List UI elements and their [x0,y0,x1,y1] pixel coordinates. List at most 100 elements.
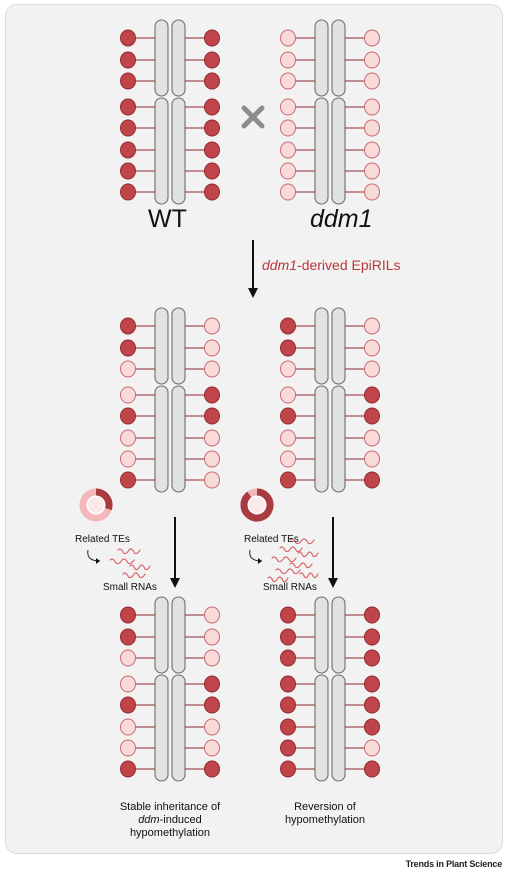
unmethylated-locus [280,386,296,404]
unmethylated-locus [204,317,220,335]
unmethylated-locus [364,183,380,201]
caption-stable: Stable inheritance of ddm-induced hypome… [100,801,240,840]
caption-stable-line1: Stable inheritance of [119,801,221,813]
chromatid-lower-right [331,674,346,782]
small-rna [129,564,151,571]
chromatid-lower-left [154,97,169,205]
methylated-locus [204,183,220,201]
cross-stroke-b [241,105,265,129]
chromosome-pair-epiril-a [120,307,220,493]
chromosome-pair-epiril-b [280,307,380,493]
small-rna [271,556,297,563]
unmethylated-locus [280,98,296,116]
te-arrow-curve [87,549,101,562]
unmethylated-locus [364,339,380,357]
methylated-locus [204,98,220,116]
methylated-locus [120,339,136,357]
chromosome-layer [120,19,380,782]
unmethylated-locus [204,360,220,378]
unmethylated-locus [204,450,220,468]
methylated-locus [120,606,136,624]
cross-arrow [248,240,258,298]
te-ring-core [249,497,265,513]
related-tes-label-left: Related TEs [75,534,130,545]
unmethylated-locus [204,339,220,357]
methylated-locus [364,696,380,714]
caption-stable-italic: ddm [138,814,160,826]
small-rna [267,576,289,583]
methylated-locus [280,696,296,714]
methylated-locus [120,51,136,69]
te-layer [79,488,319,583]
chromatid-upper-left [154,307,169,385]
methylated-locus [280,471,296,489]
methylated-locus [364,675,380,693]
methylated-locus [120,72,136,90]
small-rna [299,572,319,579]
unmethylated-locus [204,649,220,667]
methylated-locus [120,628,136,646]
chromatid-upper-right [331,596,346,674]
te-ring-core [88,497,104,513]
methylated-locus [280,317,296,335]
chromatid-lower-right [171,97,186,205]
unmethylated-locus [120,675,136,693]
unmethylated-locus [204,606,220,624]
chromatid-lower-right [331,385,346,493]
small-rna [279,546,303,553]
small-rnas-label-left: Small RNAs [103,582,157,593]
chromosome-pair-wt [120,19,220,205]
cross-icon [241,105,265,129]
chromatid-upper-left [314,19,329,97]
methylated-locus [364,606,380,624]
methylated-locus [204,51,220,69]
unmethylated-locus [364,317,380,335]
caption-stable-line3: hypomethylation [129,827,211,839]
unmethylated-locus [204,628,220,646]
chromosome-pair-stable [120,596,220,782]
arrow-layer [170,240,338,588]
unmethylated-locus [364,360,380,378]
methylated-locus [204,407,220,425]
unmethylated-locus [120,386,136,404]
chromatid-upper-left [314,307,329,385]
small-rna [289,562,313,569]
methylated-locus [120,119,136,137]
ddm1-label: ddm1 [310,205,373,233]
methylated-locus [120,98,136,116]
unmethylated-locus [120,429,136,447]
chromatid-lower-right [331,97,346,205]
methylated-locus [364,386,380,404]
unmethylated-locus [364,429,380,447]
related-tes-label-right: Related TEs [244,534,299,545]
figure-panel [5,4,503,854]
small-rna [289,538,315,545]
chromatid-lower-left [154,385,169,493]
methylated-locus [120,183,136,201]
unmethylated-locus [204,471,220,489]
chromatid-upper-right [171,596,186,674]
unmethylated-locus [280,360,296,378]
chromatid-lower-left [314,674,329,782]
small-rna [275,568,301,575]
te-ring-left [79,488,113,522]
chromatid-upper-right [171,307,186,385]
chromatid-upper-right [331,307,346,385]
methylated-locus [120,162,136,180]
methylated-locus [204,72,220,90]
small-rna [122,572,146,579]
epiril-label: ddm1-derived EpiRILs [262,257,401,273]
chromatid-lower-right [171,385,186,493]
chromatid-upper-right [171,19,186,97]
methylated-locus [204,162,220,180]
epiril-rest: -derived EpiRILs [297,257,401,273]
caption-reversion-line2: hypomethylation [284,814,366,826]
chromatid-lower-left [314,97,329,205]
unmethylated-locus [204,718,220,736]
methylated-locus [280,739,296,757]
chromatid-upper-left [154,19,169,97]
methylated-locus [280,649,296,667]
unmethylated-locus [364,98,380,116]
small-rnas-label-right: Small RNAs [263,582,317,593]
